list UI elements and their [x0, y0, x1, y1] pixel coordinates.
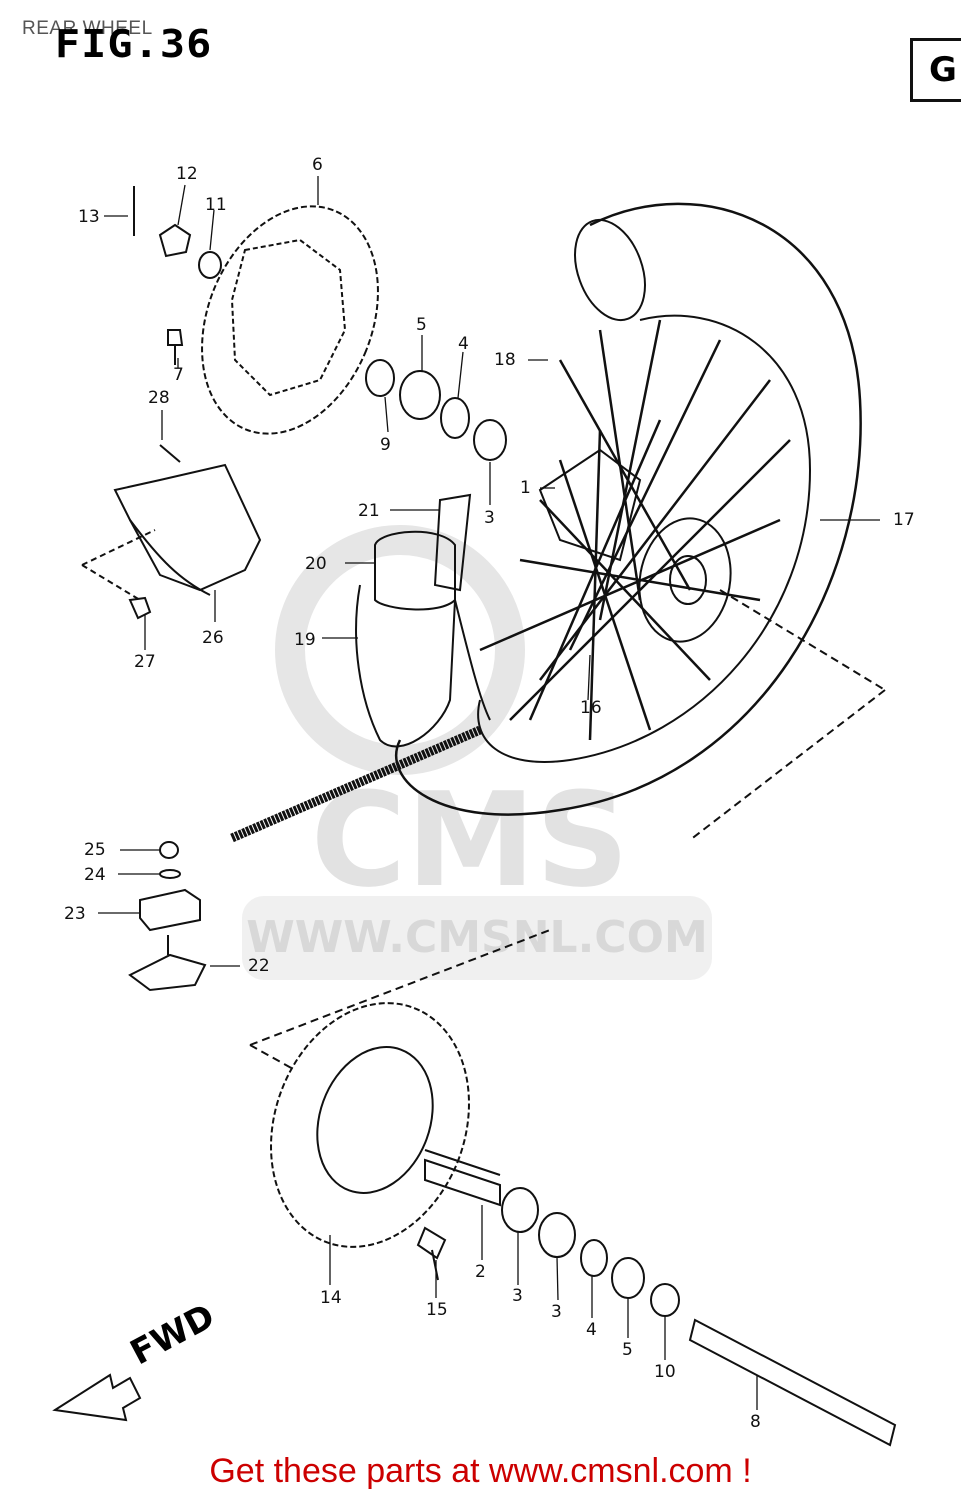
page-title: REAR WHEEL — [22, 18, 153, 39]
callout-13: 13 — [78, 207, 100, 227]
rear-tire — [394, 202, 862, 816]
callout-26: 26 — [202, 628, 224, 648]
bearing-right — [473, 419, 507, 461]
callout-10: 10 — [654, 1362, 676, 1382]
callout-19: 19 — [294, 630, 316, 650]
washer — [198, 251, 222, 279]
callout-8: 8 — [750, 1412, 761, 1432]
callout-24: 24 — [84, 865, 106, 885]
callout-3-top: 3 — [484, 508, 495, 528]
circlip — [440, 397, 470, 439]
spacer — [365, 359, 395, 397]
callout-18: 18 — [494, 350, 516, 370]
callout-16: 16 — [580, 698, 602, 718]
callout-25: 25 — [84, 840, 106, 860]
watermark-logo: CMS — [275, 525, 629, 916]
callout-27: 27 — [134, 652, 156, 672]
callout-14: 14 — [320, 1288, 342, 1308]
hub-spacer — [424, 1149, 501, 1207]
bearing-left — [501, 1187, 539, 1233]
rim-lock — [128, 841, 207, 992]
callout-23: 23 — [64, 904, 86, 924]
callout-5-lower: 5 — [622, 1340, 633, 1360]
disc-guard — [113, 463, 262, 596]
figure-number: FIG.36 — [54, 22, 213, 66]
axle-rod — [230, 725, 482, 843]
callout-21: 21 — [358, 501, 380, 521]
rim-band — [433, 493, 472, 592]
callout-20: 20 — [305, 554, 327, 574]
callout-3-lower-a: 3 — [512, 1286, 523, 1306]
callout-9: 9 — [380, 435, 391, 455]
callout-12: 12 — [176, 164, 198, 184]
footer-cta-link[interactable]: Get these parts at www.cmsnl.com ! — [209, 1452, 752, 1490]
callout-15: 15 — [426, 1300, 448, 1320]
callout-6: 6 — [312, 155, 323, 175]
axle-nut — [158, 223, 192, 258]
callout-7: 7 — [173, 365, 184, 385]
wheel-hub — [538, 448, 732, 643]
circlip-left — [580, 1239, 608, 1277]
rear-sprocket — [270, 1002, 470, 1248]
watermark-url: WWW.CMSNL.COM — [242, 896, 712, 980]
guard-bolt — [159, 444, 181, 463]
callout-17: 17 — [893, 510, 915, 530]
callout-2: 2 — [475, 1262, 486, 1282]
rear-axle — [688, 1318, 897, 1447]
callout-3-lower-b: 3 — [551, 1302, 562, 1322]
guard-bolt-lower — [128, 596, 152, 620]
fwd-arrow-icon — [52, 1373, 142, 1422]
callout-22: 22 — [248, 956, 270, 976]
oil-seal — [611, 1257, 645, 1299]
bearing-left-2 — [538, 1212, 576, 1258]
axle-collar — [650, 1283, 680, 1317]
brake-disc — [201, 205, 379, 435]
callout-4-lower: 4 — [586, 1320, 597, 1340]
callout-28: 28 — [148, 388, 170, 408]
svg-text:CMS: CMS — [311, 764, 629, 916]
callout-1: 1 — [520, 478, 531, 498]
bearing — [399, 370, 441, 420]
rim-spokes — [479, 319, 791, 741]
disc-bolt — [167, 329, 184, 365]
leader-lines — [98, 176, 880, 1410]
section-tag: G — [910, 38, 961, 102]
tube-and-tire-section — [355, 493, 491, 748]
callout-5-top: 5 — [416, 315, 427, 335]
callout-11: 11 — [205, 195, 227, 215]
sprocket-bolt — [416, 1226, 447, 1281]
callout-4-top: 4 — [458, 334, 469, 354]
